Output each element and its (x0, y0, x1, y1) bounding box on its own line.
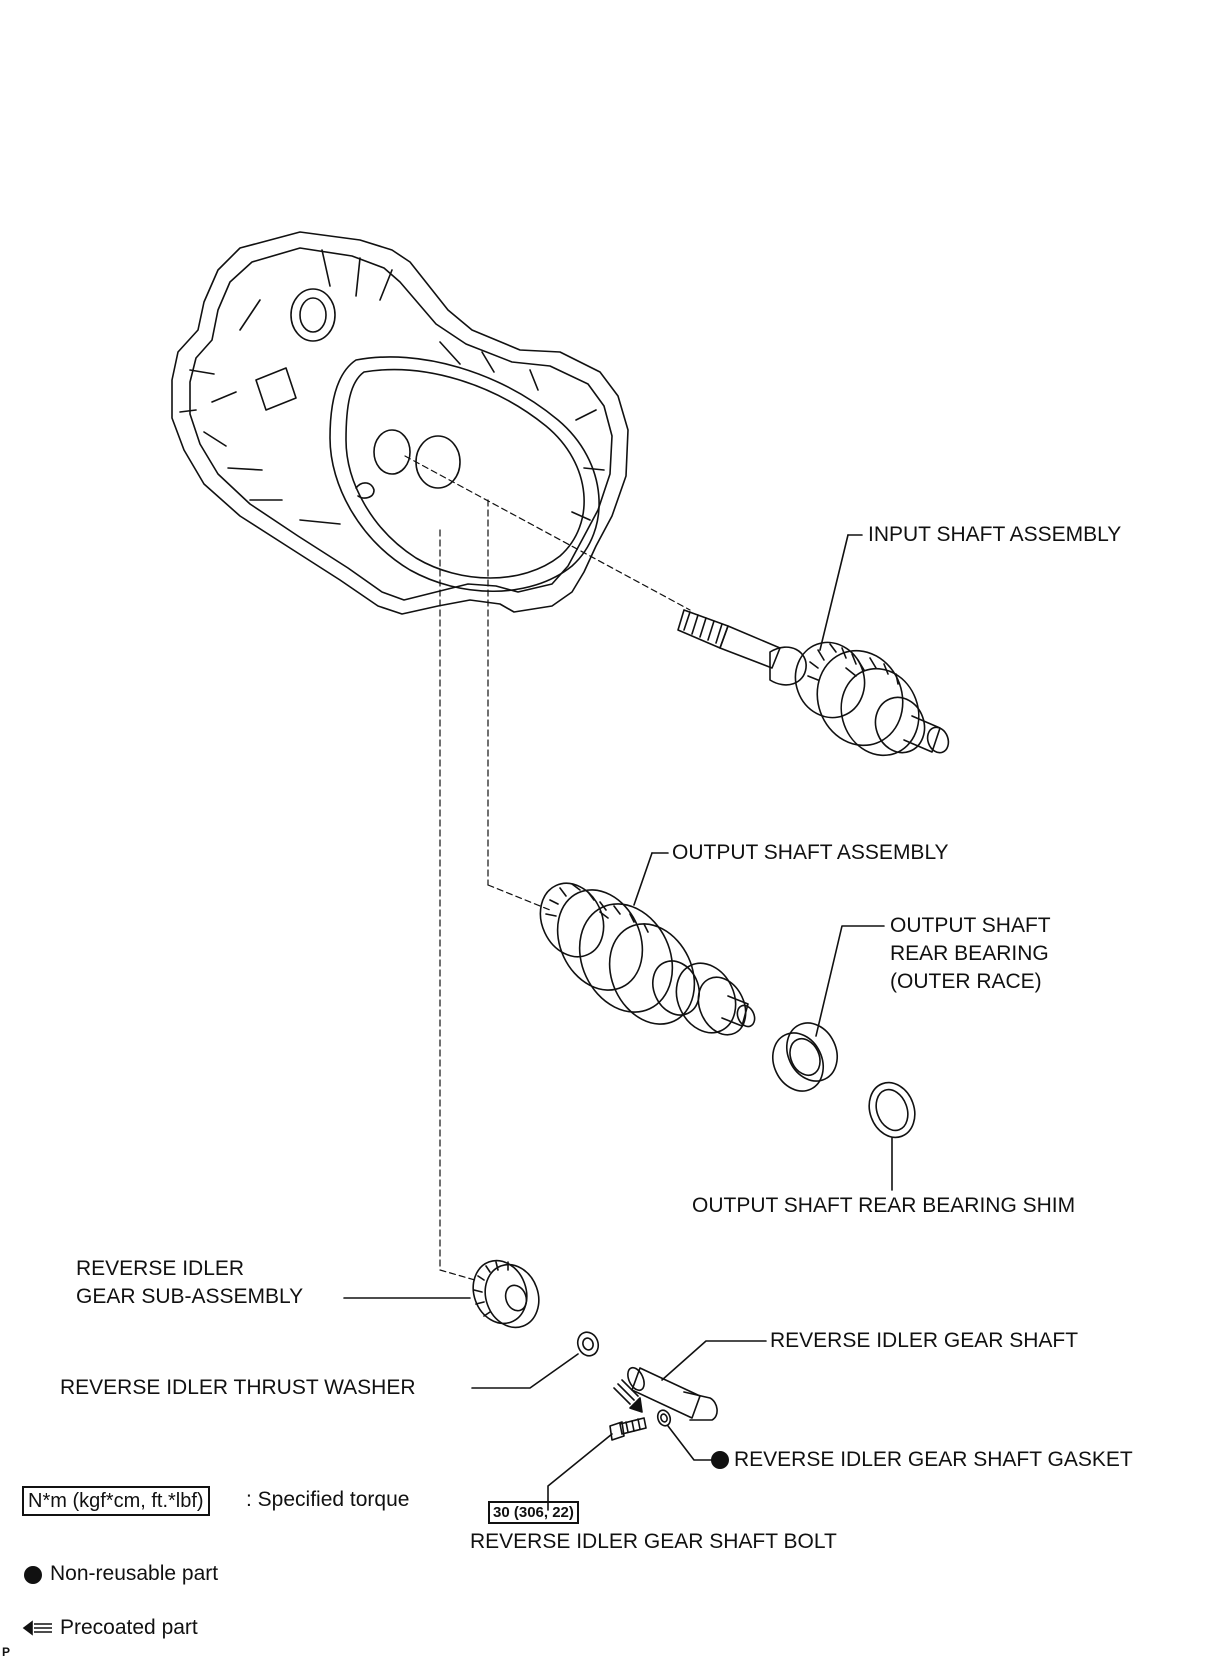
leader-gasket (667, 1425, 713, 1461)
nonreusable-dot-gasket (711, 1451, 729, 1469)
label-reverse-idler-gear-shaft: REVERSE IDLER GEAR SHAFT (770, 1329, 1079, 1352)
legend-nonreusable-dot (24, 1566, 42, 1584)
reverse-idler-gasket (656, 1409, 672, 1427)
legend-precoat-icon (22, 1620, 52, 1636)
label-reverse-idler-thrust-washer: REVERSE IDLER THRUST WASHER (60, 1376, 416, 1399)
label-output-shaft-rear-bearing: OUTPUT SHAFT REAR BEARING (OUTER RACE) (890, 914, 1051, 993)
leader-thrust-washer (471, 1353, 579, 1389)
label-reverse-idler-gear-shaft-bolt: REVERSE IDLER GEAR SHAFT BOLT (470, 1530, 837, 1553)
leader-output-bearing (815, 925, 885, 1037)
corner-mark: P (2, 1645, 11, 1659)
precoat-arrow-bolt (613, 1379, 643, 1413)
reverse-idler-gear-shaft (627, 1366, 718, 1421)
legend-precoated-text: Precoated part (60, 1616, 198, 1639)
reverse-idler-thrust-washer (576, 1331, 600, 1357)
label-reverse-idler-gear-sub-assembly: REVERSE IDLER GEAR SUB-ASSEMBLY (76, 1257, 304, 1308)
output-rear-bearing-shim (868, 1081, 916, 1139)
legend-torque-text: : Specified torque (246, 1488, 410, 1511)
leader-idler-shaft (661, 1340, 767, 1381)
label-output-shaft-rear-bearing-shim: OUTPUT SHAFT REAR BEARING SHIM (692, 1194, 1076, 1217)
legend-torque-box: N*m (kgf*cm, ft.*lbf) (22, 1486, 210, 1516)
label-input-shaft-assembly: INPUT SHAFT ASSEMBLY (868, 523, 1122, 546)
label-output-shaft-assembly: OUTPUT SHAFT ASSEMBLY (672, 841, 949, 864)
legend-nonreusable-text: Non-reusable part (50, 1562, 219, 1585)
output-rear-bearing-outer-race (772, 1022, 838, 1092)
assembly-guide-lines (404, 455, 691, 1281)
leader-input-shaft (819, 534, 849, 651)
leader-output-shaft (633, 852, 653, 906)
reverse-idler-gear (472, 1259, 540, 1329)
transaxle-case (171, 231, 629, 615)
leader-bolt (547, 1433, 613, 1511)
input-shaft-assembly (677, 609, 950, 757)
reverse-idler-gear-shaft-bolt (609, 1417, 647, 1441)
label-reverse-idler-gear-shaft-gasket: REVERSE IDLER GEAR SHAFT GASKET (734, 1448, 1133, 1471)
bolt-torque-value: 30 (306, 22) (488, 1501, 579, 1524)
output-shaft-assembly (539, 882, 756, 1036)
